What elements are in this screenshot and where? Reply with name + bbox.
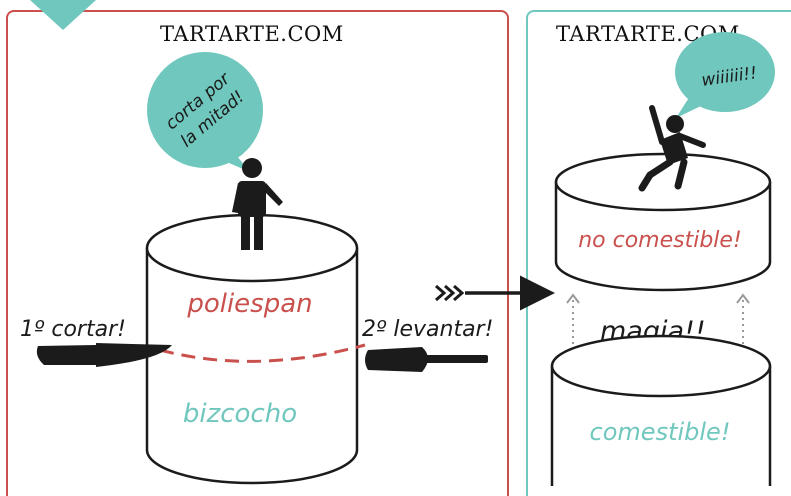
spatula-icon xyxy=(365,347,488,372)
right-panel-frame xyxy=(526,10,791,496)
person-jumping-icon xyxy=(638,105,706,192)
step2-label: 2º levantar! xyxy=(362,317,493,342)
speech-bubble-right: wiiiiii!! xyxy=(675,32,775,118)
cut-line xyxy=(159,343,366,363)
speech-bubble-left: corta por la mitad! xyxy=(147,52,263,172)
site-label-left: TARTARTE.COM xyxy=(160,22,344,46)
cake-top-right xyxy=(554,152,772,292)
illustration: corta por la mitad! poliespan bizcocho xyxy=(20,0,775,486)
infographic: TARTARTE.COM TARTARTE.COM corta por la m… xyxy=(6,0,791,496)
step1-label: 1º cortar! xyxy=(20,317,126,342)
cake-cylinder-left xyxy=(145,213,366,485)
cake-label-comestible: comestible! xyxy=(590,418,731,446)
person-standing-icon xyxy=(232,158,283,250)
cake-label-poliespan: poliespan xyxy=(186,289,312,319)
fletched-arrow-icon xyxy=(435,275,555,311)
cake-bottom-right xyxy=(550,334,772,486)
cake-label-no-comestible: no comestible! xyxy=(578,228,742,253)
knife-icon xyxy=(36,343,172,367)
cake-label-bizcocho: bizcocho xyxy=(183,399,297,429)
left-panel-frame xyxy=(6,10,509,496)
badge-triangle-icon xyxy=(30,0,96,30)
